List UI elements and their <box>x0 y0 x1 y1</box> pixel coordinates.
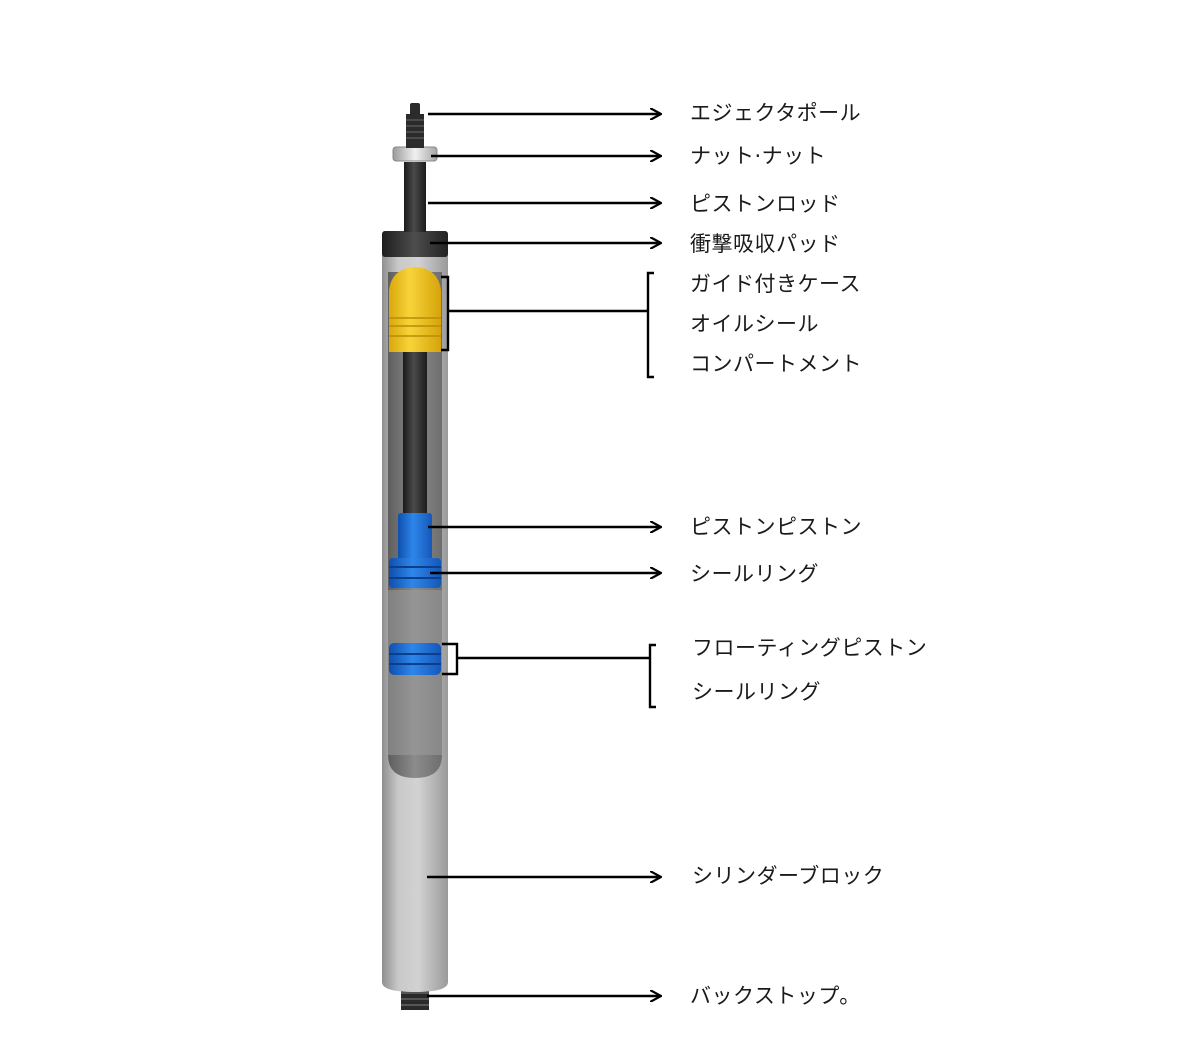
label-compartment: コンパートメント <box>690 352 862 376</box>
label-floating-piston: フローティングピストン <box>692 636 928 660</box>
label-nut: ナット·ナット <box>690 144 827 168</box>
bracket-guide-large <box>646 271 654 379</box>
nut <box>392 146 438 162</box>
label-ejector-pole: エジェクタポール <box>690 101 862 125</box>
label-backstop: バックストップ。 <box>690 984 861 1008</box>
piston <box>389 513 441 588</box>
inner-piston-rod <box>403 340 427 520</box>
label-oil-seal: オイルシール <box>690 312 819 336</box>
bracket-floating-large <box>648 643 656 709</box>
backstop-thread <box>401 988 429 1010</box>
label-seal-ring-2: シールリング <box>692 680 821 704</box>
label-shock-pad: 衝撃吸収パッド <box>690 232 841 256</box>
shock-absorbing-pad <box>382 231 448 257</box>
bracket-guide-small <box>441 275 450 352</box>
gas-spring-body <box>382 103 448 1010</box>
floating-piston <box>389 643 441 675</box>
label-cylinder-block: シリンダーブロック <box>692 864 885 888</box>
label-seal-ring-1: シールリング <box>690 562 819 586</box>
ejector-pole <box>406 103 424 148</box>
label-guide-case: ガイド付きケース <box>690 272 861 296</box>
label-piston: ピストンピストン <box>690 515 862 539</box>
guide-case <box>389 267 441 352</box>
label-piston-rod: ピストンロッド <box>690 192 841 216</box>
piston-rod <box>404 162 426 232</box>
leader-lines <box>427 114 660 996</box>
